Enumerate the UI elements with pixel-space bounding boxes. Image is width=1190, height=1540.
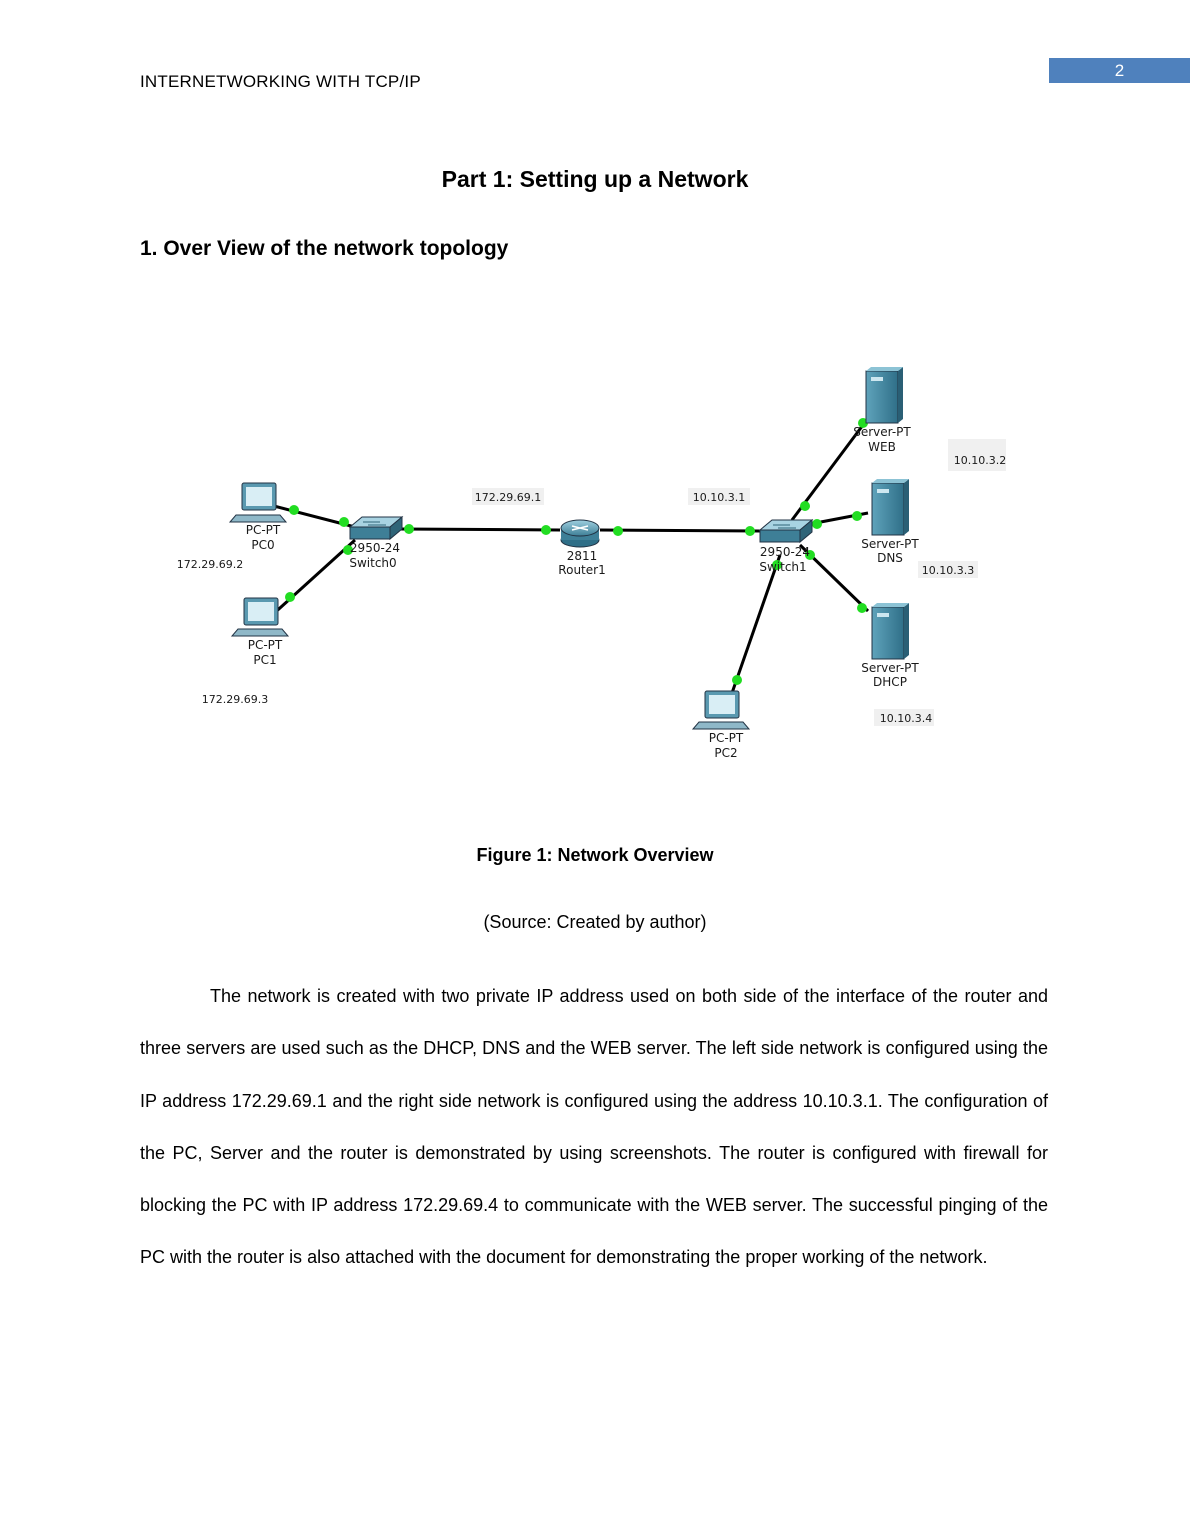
port-dot (343, 545, 353, 555)
port-dot (745, 526, 755, 536)
port-dot (812, 519, 822, 529)
link-router1-switch1 (599, 528, 761, 533)
figure-caption: Figure 1: Network Overview (476, 845, 714, 865)
port-dot (404, 524, 414, 534)
port-dot (805, 550, 815, 560)
dns-type-label: Server-PT (861, 537, 919, 551)
router1-type-label: 2811 (567, 549, 598, 563)
section-heading: 1. Over View of the network topology (140, 237, 509, 260)
pc0-type-label: PC-PT (246, 523, 281, 537)
switch0-type-label: 2950-24 (350, 541, 400, 555)
web-server-icon (865, 367, 903, 424)
pc2-icon (691, 690, 751, 730)
body-paragraph: The network is created with two private … (140, 986, 1048, 1268)
running-head: INTERNETWORKING WITH TCP/IP (140, 72, 421, 91)
dns-ip-label: 10.10.3.3 (922, 564, 974, 577)
web-ip-label: 10.10.3.2 (954, 454, 1006, 467)
switch1-icon (758, 518, 814, 544)
pc2-type-label: PC-PT (709, 731, 744, 745)
switch1-name-label: Switch1 (759, 560, 806, 574)
dhcp-ip-label: 10.10.3.4 (880, 712, 932, 725)
web-name-label: WEB (868, 440, 896, 454)
pc0-ip-label: 172.29.69.2 (177, 558, 243, 571)
pc0-icon (228, 482, 288, 523)
router-right-ip-label: 10.10.3.1 (693, 491, 745, 504)
part-title: Part 1: Setting up a Network (441, 166, 749, 192)
port-dot (732, 675, 742, 685)
network-topology-diagram: PC-PT PC0 PC-PT PC1 PC-PT PC2 2950-24 Sw… (177, 367, 1006, 760)
web-type-label: Server-PT (853, 425, 911, 439)
network-topology-figure: PC-PT PC0 PC-PT PC1 PC-PT PC2 2950-24 Sw… (160, 355, 1030, 775)
router1-name-label: Router1 (558, 563, 605, 577)
pc1-type-label: PC-PT (248, 638, 283, 652)
pc1-name-label: PC1 (253, 653, 276, 667)
port-dot (852, 511, 862, 521)
dhcp-server-icon (871, 603, 909, 660)
dhcp-type-label: Server-PT (861, 661, 919, 675)
router1-icon (560, 519, 600, 548)
pc1-ip-label: 172.29.69.3 (202, 693, 268, 706)
dns-server-icon (871, 479, 909, 536)
figure-source: (Source: Created by author) (483, 912, 707, 932)
link-pc1-switch0 (268, 538, 357, 619)
dhcp-name-label: DHCP (873, 675, 907, 689)
port-dot (285, 592, 295, 602)
pc0-name-label: PC0 (251, 538, 274, 552)
port-dot (772, 560, 782, 570)
port-dot (800, 501, 810, 511)
port-dot (857, 603, 867, 613)
switch1-type-label: 2950-24 (760, 545, 810, 559)
pc2-name-label: PC2 (714, 746, 737, 760)
dns-name-label: DNS (877, 551, 903, 565)
switch0-name-label: Switch0 (349, 556, 396, 570)
port-dot (289, 505, 299, 515)
page-number: 2 (1049, 58, 1190, 83)
switch0-icon (348, 515, 404, 541)
link-switch1-pc2 (730, 554, 782, 694)
port-dot (541, 525, 551, 535)
link-switch0-router1 (399, 527, 561, 532)
port-dot (339, 517, 349, 527)
router-left-ip-label: 172.29.69.1 (475, 491, 541, 504)
pc1-icon (230, 597, 290, 637)
port-dot (613, 526, 623, 536)
